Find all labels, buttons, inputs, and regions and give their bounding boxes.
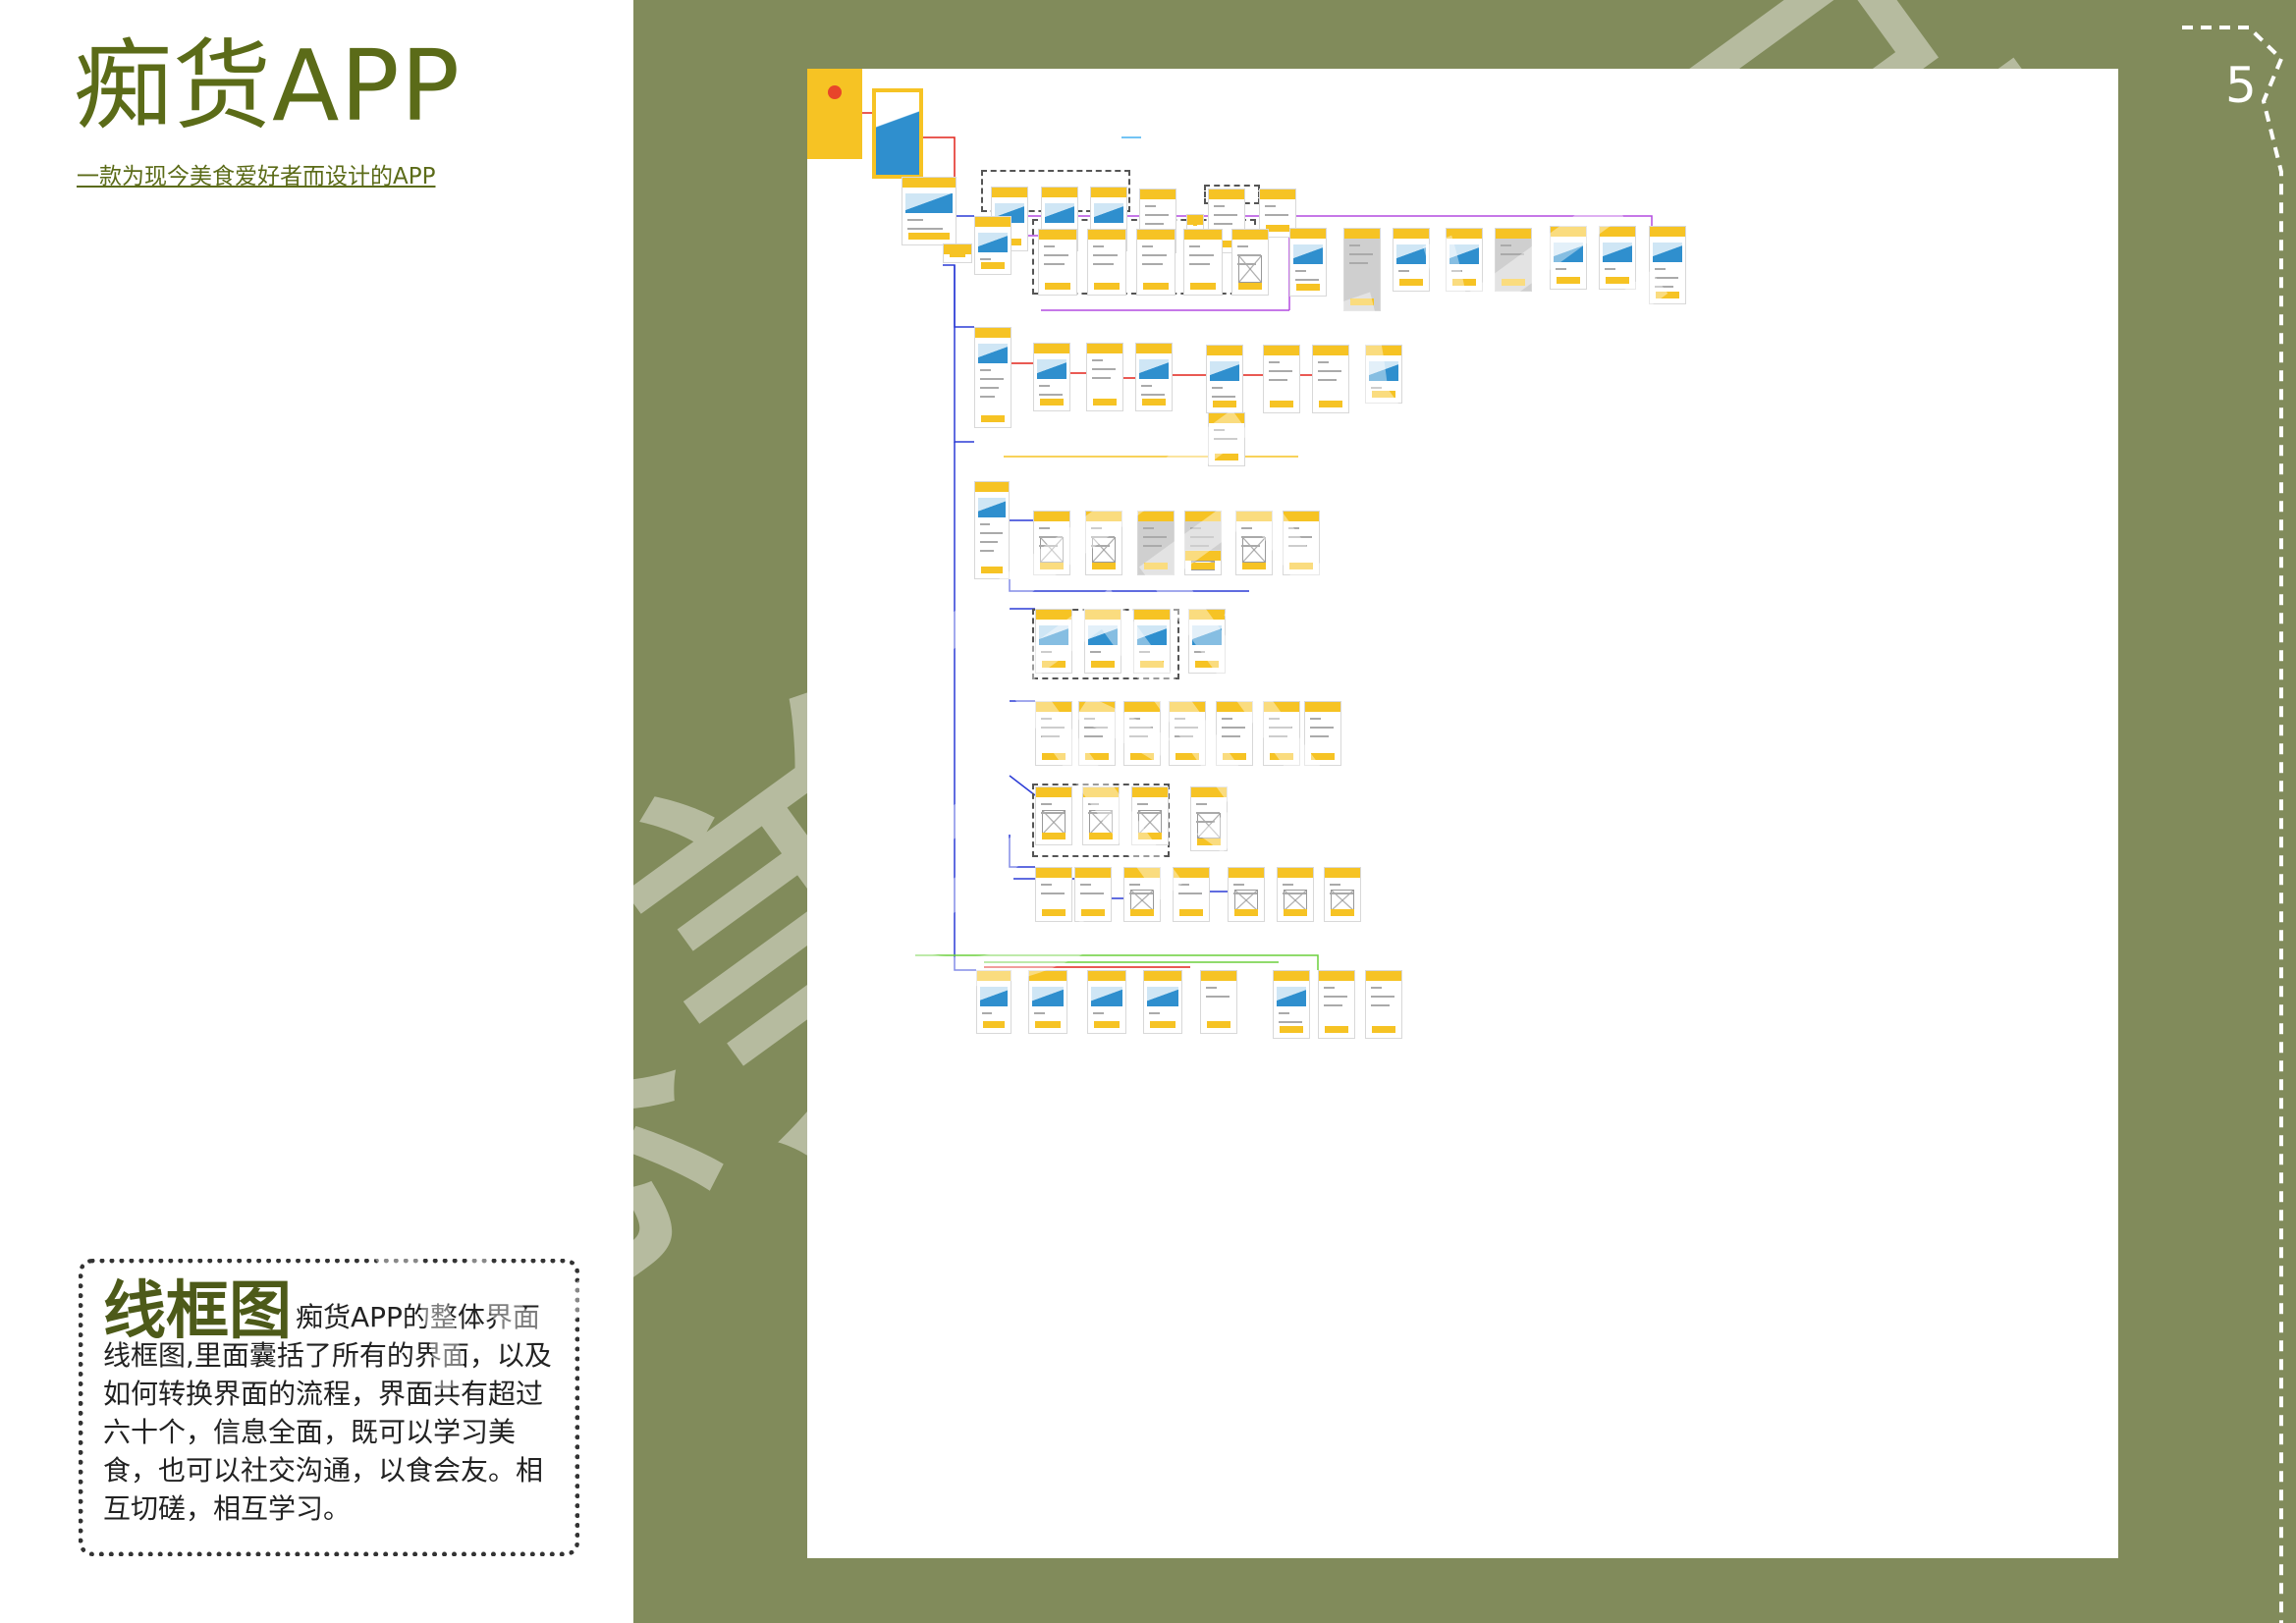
wireframe-screen [1318,970,1355,1039]
left-panel: 痴货APP 一款为现今美食爱好者而设计的APP 线框图痴货APP的整体界面线框图… [0,0,633,1623]
wireframe-screen [1082,786,1120,845]
logo-icon [828,85,842,99]
wireframe-screen [1086,343,1123,411]
wireframe-screen [902,177,957,245]
wireframe-screen [1087,229,1126,296]
wireframe-screen [1123,701,1161,766]
wireframe-screen [1033,343,1070,411]
wireframe-screen [1078,701,1116,766]
wireframe-screen [1649,226,1686,304]
wireframe-screen [1188,609,1226,674]
wireframe-screen [1273,970,1310,1039]
flow-lines [846,112,1653,971]
wireframe-screen [1216,701,1253,766]
wireframe-screen [1324,867,1361,922]
wireframe-screen [1033,511,1070,575]
wireframe-screen [1035,786,1072,845]
wireframe-screen [1343,228,1381,311]
wireframe-screen [1143,970,1182,1034]
wireframe-screen [1137,511,1175,575]
wireframe-screen [1228,867,1265,922]
wireframe-screen [1277,867,1314,922]
wireframe-screen [1135,343,1173,411]
wireframe-screen [1085,511,1122,575]
wireframe-screen [1035,701,1072,766]
wireframe-screen [943,243,972,263]
flow-line [1009,775,1036,796]
wireframe-screen [1035,609,1072,674]
wireframe-screen [1206,345,1243,413]
wireframe-screen [974,216,1011,275]
wireframe-screen [1599,226,1636,290]
wireframe-screen [1038,229,1077,296]
description-heading: 线框图 [103,1275,292,1348]
guide-screen [872,88,923,179]
wireframe-screen [1087,970,1126,1034]
flow-line [1009,579,1249,592]
wireframe-screen [1289,228,1327,297]
wireframe-screen [1074,867,1112,922]
splash-screen [807,69,862,159]
wireframe-screen [1084,609,1121,674]
wireframe-screen [1028,970,1067,1034]
wireframe-screen [1035,867,1072,922]
flow-line [954,481,976,971]
wireframe-screen [1133,609,1171,674]
page-number: 5 [2225,57,2257,114]
wireframe-screen [1550,226,1587,290]
wireframe-screen [1169,701,1206,766]
wireframe-screen [1183,229,1223,296]
description-text: 线框图痴货APP的整体界面线框图,里面囊括了所有的界面，以及如何转换界面的流程，… [103,1280,561,1528]
flow-line [943,264,974,328]
wireframe-screen [1304,701,1341,766]
wireframe-screen [1173,867,1210,922]
description-box: 线框图痴货APP的整体界面线框图,里面囊括了所有的界面，以及如何转换界面的流程，… [79,1259,579,1556]
wireframe-screen [1231,229,1269,296]
wireframe-screen [1312,345,1349,413]
wireframe-screen [1283,511,1320,575]
wireframe-screen [1263,345,1300,413]
wireframe-screen [1190,786,1228,851]
wireframe-screen [1263,701,1300,766]
app-subtitle: 一款为现今美食爱好者而设计的APP [77,164,436,189]
wireframe-screen [1136,229,1175,296]
wireframe-screen [1123,867,1161,922]
wireframe-screen [974,481,1010,579]
wireframe-screen [976,970,1011,1034]
wireframe-screen [974,327,1011,428]
wireframe-screen [1365,345,1402,404]
wireframe-screen [1446,228,1483,292]
wireframe-screen [1495,228,1532,292]
wireframe-screen [1131,786,1169,845]
flow-line [923,136,956,177]
page-tab [2182,26,2284,1623]
wireframe-screen [1208,412,1245,466]
wireframe-sheet [807,69,2118,1558]
flow-line [954,265,974,443]
description-body: 痴货APP的整体界面线框图,里面囊括了所有的界面，以及如何转换界面的流程，界面共… [103,1301,552,1525]
wireframe-screen [1184,550,1222,575]
flow-line [915,954,1319,970]
wireframe-screen [1200,970,1237,1034]
flow-line [1009,835,1035,868]
wireframe-screen [1235,511,1273,575]
screen-group [1032,784,1170,857]
wireframe-screen [1365,970,1402,1039]
wireframe-screen [1393,228,1430,292]
app-title: 痴货APP [74,28,462,143]
